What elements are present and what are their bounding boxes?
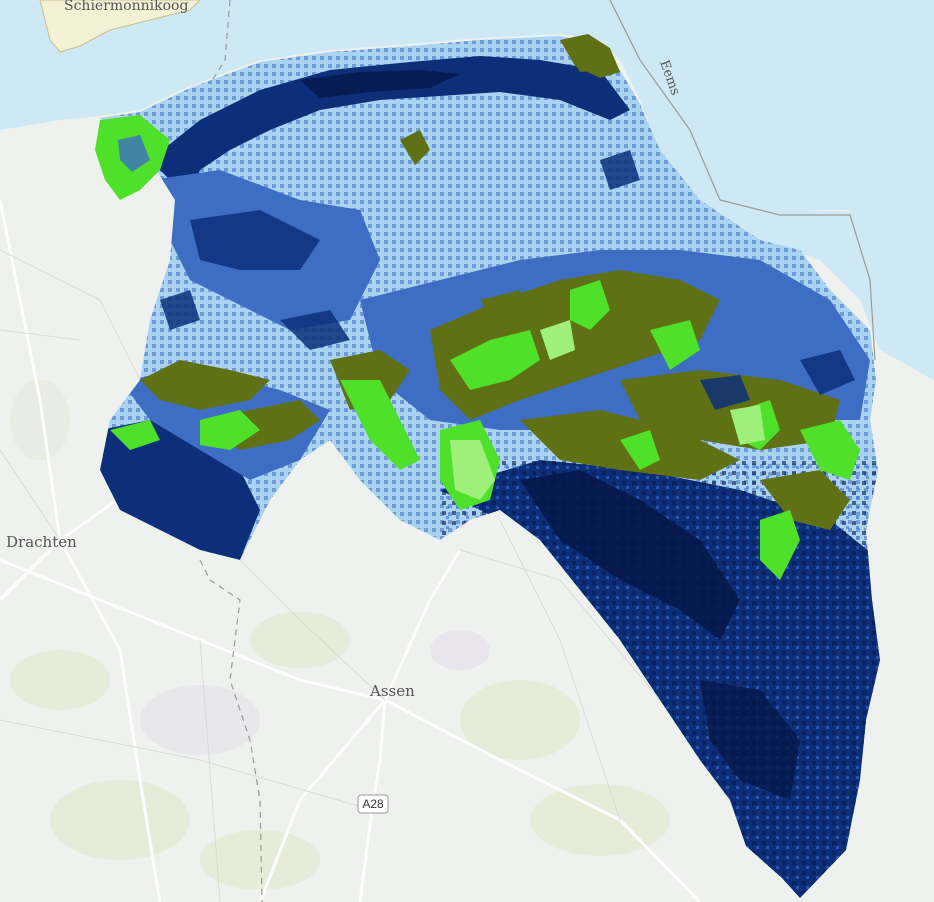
road-network-thin	[0, 249, 661, 902]
class-mid-blue-lauwersmeer	[118, 135, 150, 172]
class-dark-blue-west	[190, 210, 320, 270]
class-darkest-southeast	[520, 470, 740, 640]
sea-eems	[600, 0, 934, 380]
class-dark-blue-coast	[150, 56, 630, 200]
island-schiermonnikoog	[39, 0, 201, 53]
label-assen: Assen	[369, 682, 415, 700]
label-drachten: Drachten	[6, 533, 77, 551]
class-dark-blue-scatter	[160, 150, 855, 410]
class-olive-eemshaven	[560, 34, 620, 78]
road-shield-a28: A28	[357, 794, 389, 814]
class-light-green-patches	[450, 320, 765, 500]
label-schiermonnikoog: Schiermonnikoog	[64, 0, 188, 14]
class-darkest-coast	[300, 70, 460, 98]
class-darkest-southeast-2	[700, 680, 800, 800]
land-patches	[10, 380, 670, 890]
province-border-east	[609, 0, 876, 361]
svg-text:A28: A28	[362, 797, 384, 811]
